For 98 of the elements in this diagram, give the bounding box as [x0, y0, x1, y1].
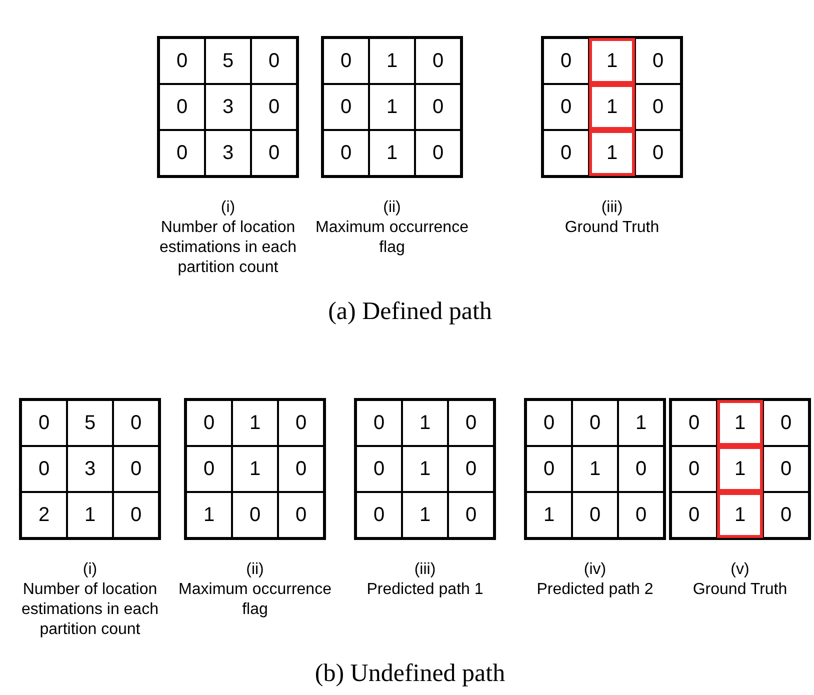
caption-text: (iii) [414, 560, 436, 580]
grid-cell: 0 [415, 130, 461, 176]
grid-cell: 0 [232, 492, 278, 538]
caption-text: Predicted path 1 [366, 580, 484, 600]
grid-cell: 2 [21, 492, 67, 538]
grid-cell: 0 [113, 492, 159, 538]
number-grid [184, 398, 326, 540]
grid-cell: 1 [232, 446, 278, 492]
grid-cell: 0 [21, 446, 67, 492]
grid-cell: 1 [572, 446, 618, 492]
grid-cell: 1 [589, 130, 635, 176]
grid-cell: 0 [543, 38, 589, 84]
grid-cell: 0 [572, 492, 618, 538]
grid-cell: 1 [618, 400, 664, 446]
subfigure-caption: (b) Undefined path [314, 660, 506, 688]
grid-cell: 0 [21, 400, 67, 446]
caption-text: Number of location estimations in each partition count [20, 580, 160, 640]
grid-cell: 0 [159, 38, 205, 84]
grid-cell: 1 [402, 400, 448, 446]
grid-cell: 3 [205, 130, 251, 176]
grid-cell: 0 [572, 400, 618, 446]
caption-text: (v) [730, 560, 750, 580]
grid-cell: 1 [526, 492, 572, 538]
grid-cell: 0 [251, 38, 297, 84]
grid-cell: 0 [763, 492, 809, 538]
caption-text: (iv) [584, 560, 606, 580]
grid-cell: 0 [113, 446, 159, 492]
grid-cell: 0 [526, 400, 572, 446]
grid-cell: 0 [251, 130, 297, 176]
grid-cell: 5 [205, 38, 251, 84]
caption-text: (i) [220, 198, 236, 218]
grid-cell: 0 [323, 38, 369, 84]
grid-cell: 0 [448, 492, 494, 538]
grid-cell: 1 [717, 400, 763, 446]
grid-cell: 1 [717, 492, 763, 538]
grid-cell: 0 [635, 38, 681, 84]
subfigure-caption: (a) Defined path [328, 298, 492, 326]
grid-cell: 0 [415, 38, 461, 84]
grid-cell: 3 [67, 446, 113, 492]
grid-cell: 0 [159, 130, 205, 176]
grid-cell: 1 [589, 84, 635, 130]
number-grid [669, 398, 811, 540]
grid-cell: 5 [67, 400, 113, 446]
grid-cell: 0 [618, 446, 664, 492]
caption-text: (i) [82, 560, 98, 580]
grid-cell: 1 [67, 492, 113, 538]
grid-cell: 0 [543, 130, 589, 176]
grid-cell: 0 [618, 492, 664, 538]
grid-cell: 0 [635, 130, 681, 176]
number-grid [19, 398, 161, 540]
grid-cell: 0 [356, 492, 402, 538]
number-grid [524, 398, 666, 540]
number-grid [541, 36, 683, 178]
grid-cell: 0 [415, 84, 461, 130]
grid-cell: 0 [356, 446, 402, 492]
grid-cell: 1 [369, 84, 415, 130]
grid-cell: 3 [205, 84, 251, 130]
grid-cell: 1 [402, 446, 448, 492]
grid-cell: 0 [635, 84, 681, 130]
grid-cell: 0 [186, 400, 232, 446]
grid-cell: 1 [589, 38, 635, 84]
grid-cell: 1 [232, 400, 278, 446]
grid-cell: 0 [186, 446, 232, 492]
grid-cell: 0 [543, 84, 589, 130]
caption-text: Predicted path 2 [536, 580, 654, 600]
grid-cell: 0 [323, 130, 369, 176]
grid-cell: 0 [278, 446, 324, 492]
grid-cell: 0 [113, 400, 159, 446]
grid-cell: 0 [159, 84, 205, 130]
caption-text: Ground Truth [692, 580, 788, 600]
number-grid [354, 398, 496, 540]
grid-cell: 1 [369, 130, 415, 176]
grid-cell: 0 [671, 446, 717, 492]
grid-cell: 0 [278, 400, 324, 446]
caption-text: Number of location estimations in each partition count [158, 218, 298, 278]
grid-cell: 0 [763, 446, 809, 492]
grid-cell: 0 [448, 446, 494, 492]
grid-cell: 0 [356, 400, 402, 446]
grid-cell: 0 [323, 84, 369, 130]
grid-cell: 1 [369, 38, 415, 84]
grid-cell: 1 [186, 492, 232, 538]
grid-cell: 0 [448, 400, 494, 446]
grid-cell: 0 [671, 400, 717, 446]
grid-cell: 1 [717, 446, 763, 492]
caption-text: (iii) [601, 198, 623, 218]
caption-text: (ii) [246, 560, 264, 580]
caption-text: Maximum occurrence flag [178, 580, 332, 620]
caption-text: Maximum occurrence flag [314, 218, 470, 258]
grid-cell: 0 [251, 84, 297, 130]
number-grid [321, 36, 463, 178]
grid-cell: 1 [402, 492, 448, 538]
caption-text: (ii) [383, 198, 401, 218]
grid-cell: 0 [671, 492, 717, 538]
caption-text: Ground Truth [564, 218, 660, 238]
grid-cell: 0 [526, 446, 572, 492]
grid-cell: 0 [763, 400, 809, 446]
grid-cell: 0 [278, 492, 324, 538]
number-grid [157, 36, 299, 178]
